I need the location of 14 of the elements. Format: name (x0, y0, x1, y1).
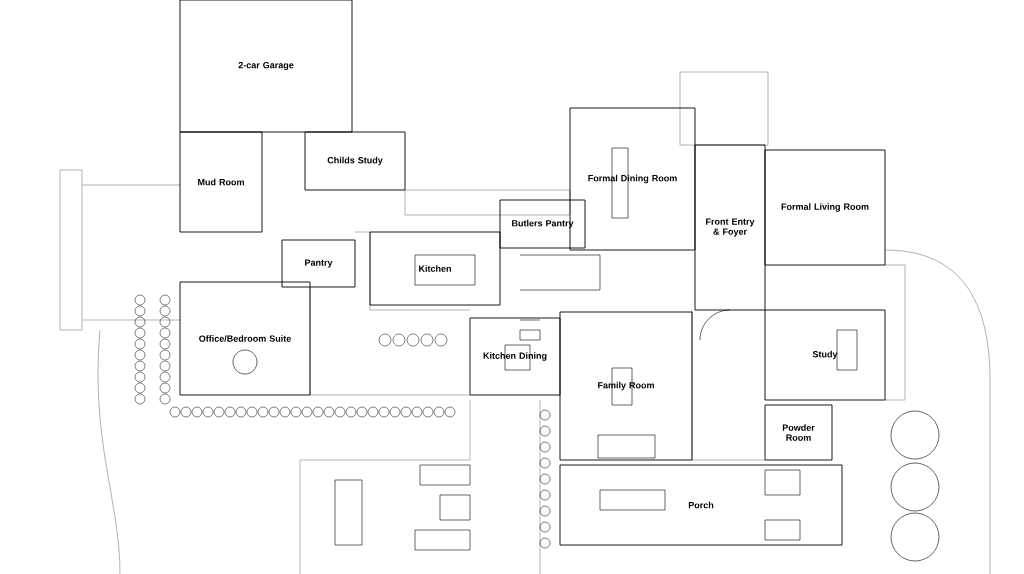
room-box: Porch (559, 464, 843, 546)
room-box: Butlers Pantry (499, 199, 586, 249)
room-box: Office/Bedroom Suite (179, 281, 311, 396)
room-box: Childs Study (304, 131, 406, 191)
room-box: Pantry (281, 239, 356, 288)
room-box: Mud Room (179, 131, 263, 233)
room-box: Front Entry & Foyer (694, 144, 766, 311)
room-box: 2-car Garage (179, 0, 353, 133)
room-box: Formal Living Room (764, 149, 886, 266)
room-box: Study (764, 309, 886, 401)
room-box: Kitchen Dining (469, 317, 561, 396)
room-box: Powder Room (764, 404, 833, 461)
room-box: Family Room (559, 311, 693, 461)
room-box: Kitchen (369, 231, 501, 306)
